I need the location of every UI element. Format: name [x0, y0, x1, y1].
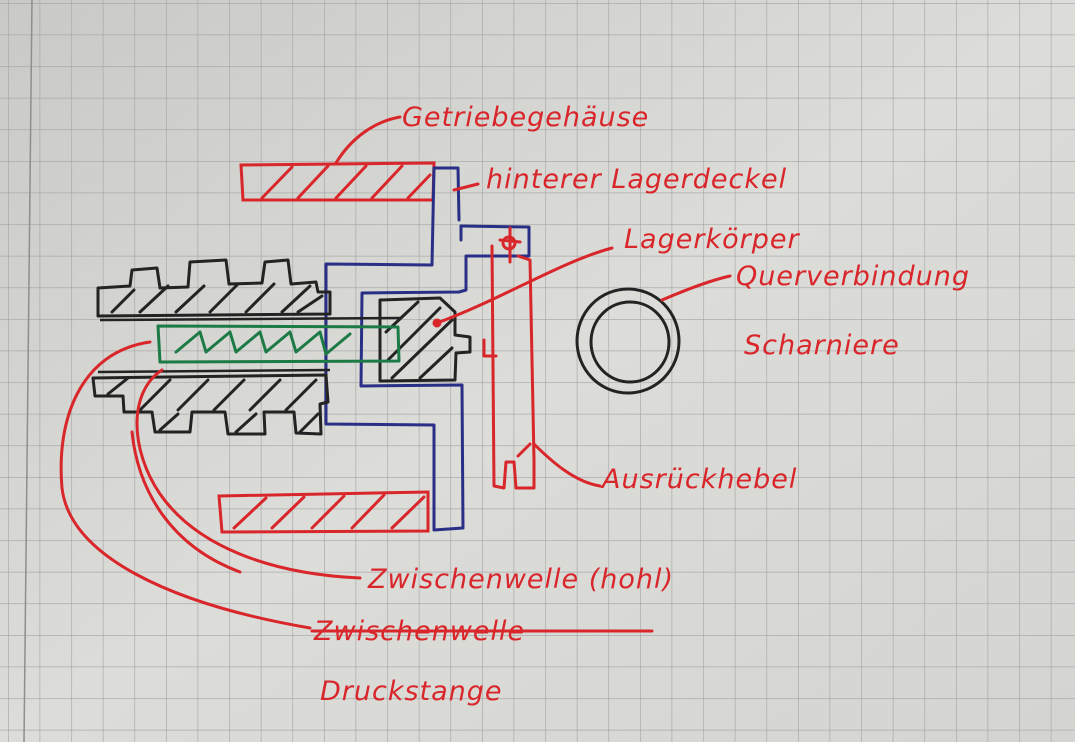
rear-bearing-cover	[324, 166, 531, 532]
leader-push-rod	[59, 340, 312, 630]
intermediate-shaft-hollow	[97, 316, 401, 374]
gear-upper-teeth	[96, 258, 332, 318]
label-ausrueckhebel: Ausrückhebel	[600, 464, 797, 495]
label-zwischenwelle-hohl: Zwischenwelle (hohl)	[367, 564, 674, 595]
leader-cross-connection	[660, 274, 732, 302]
push-rod	[156, 324, 401, 364]
leader-housing	[334, 115, 402, 165]
bearing-body	[378, 296, 472, 383]
label-hinterer-lagerdeckel: hinterer Lagerdeckel	[486, 164, 787, 195]
leader-lines	[59, 115, 732, 630]
paper-margin-line	[23, 0, 33, 742]
label-getriebegehaeuse: Getriebegehäuse	[402, 102, 649, 133]
leader-bearing-cover	[452, 182, 480, 192]
leader-bearing-body	[435, 246, 614, 325]
label-lagerkoerper: Lagerkörper	[624, 224, 800, 255]
cross-connection-ring	[575, 287, 681, 395]
leader-gear	[130, 430, 242, 574]
gear-lower-teeth	[91, 373, 330, 436]
label-schamiere: Scharniere	[744, 330, 900, 361]
leader-release-lever	[532, 442, 602, 488]
label-querverbindung: Querverbindung	[736, 261, 970, 292]
leader-intermediate-shaft	[135, 368, 362, 580]
gear-housing-bottom	[217, 490, 430, 534]
label-druckstange: Druckstange	[320, 676, 503, 707]
release-lever	[482, 226, 536, 490]
